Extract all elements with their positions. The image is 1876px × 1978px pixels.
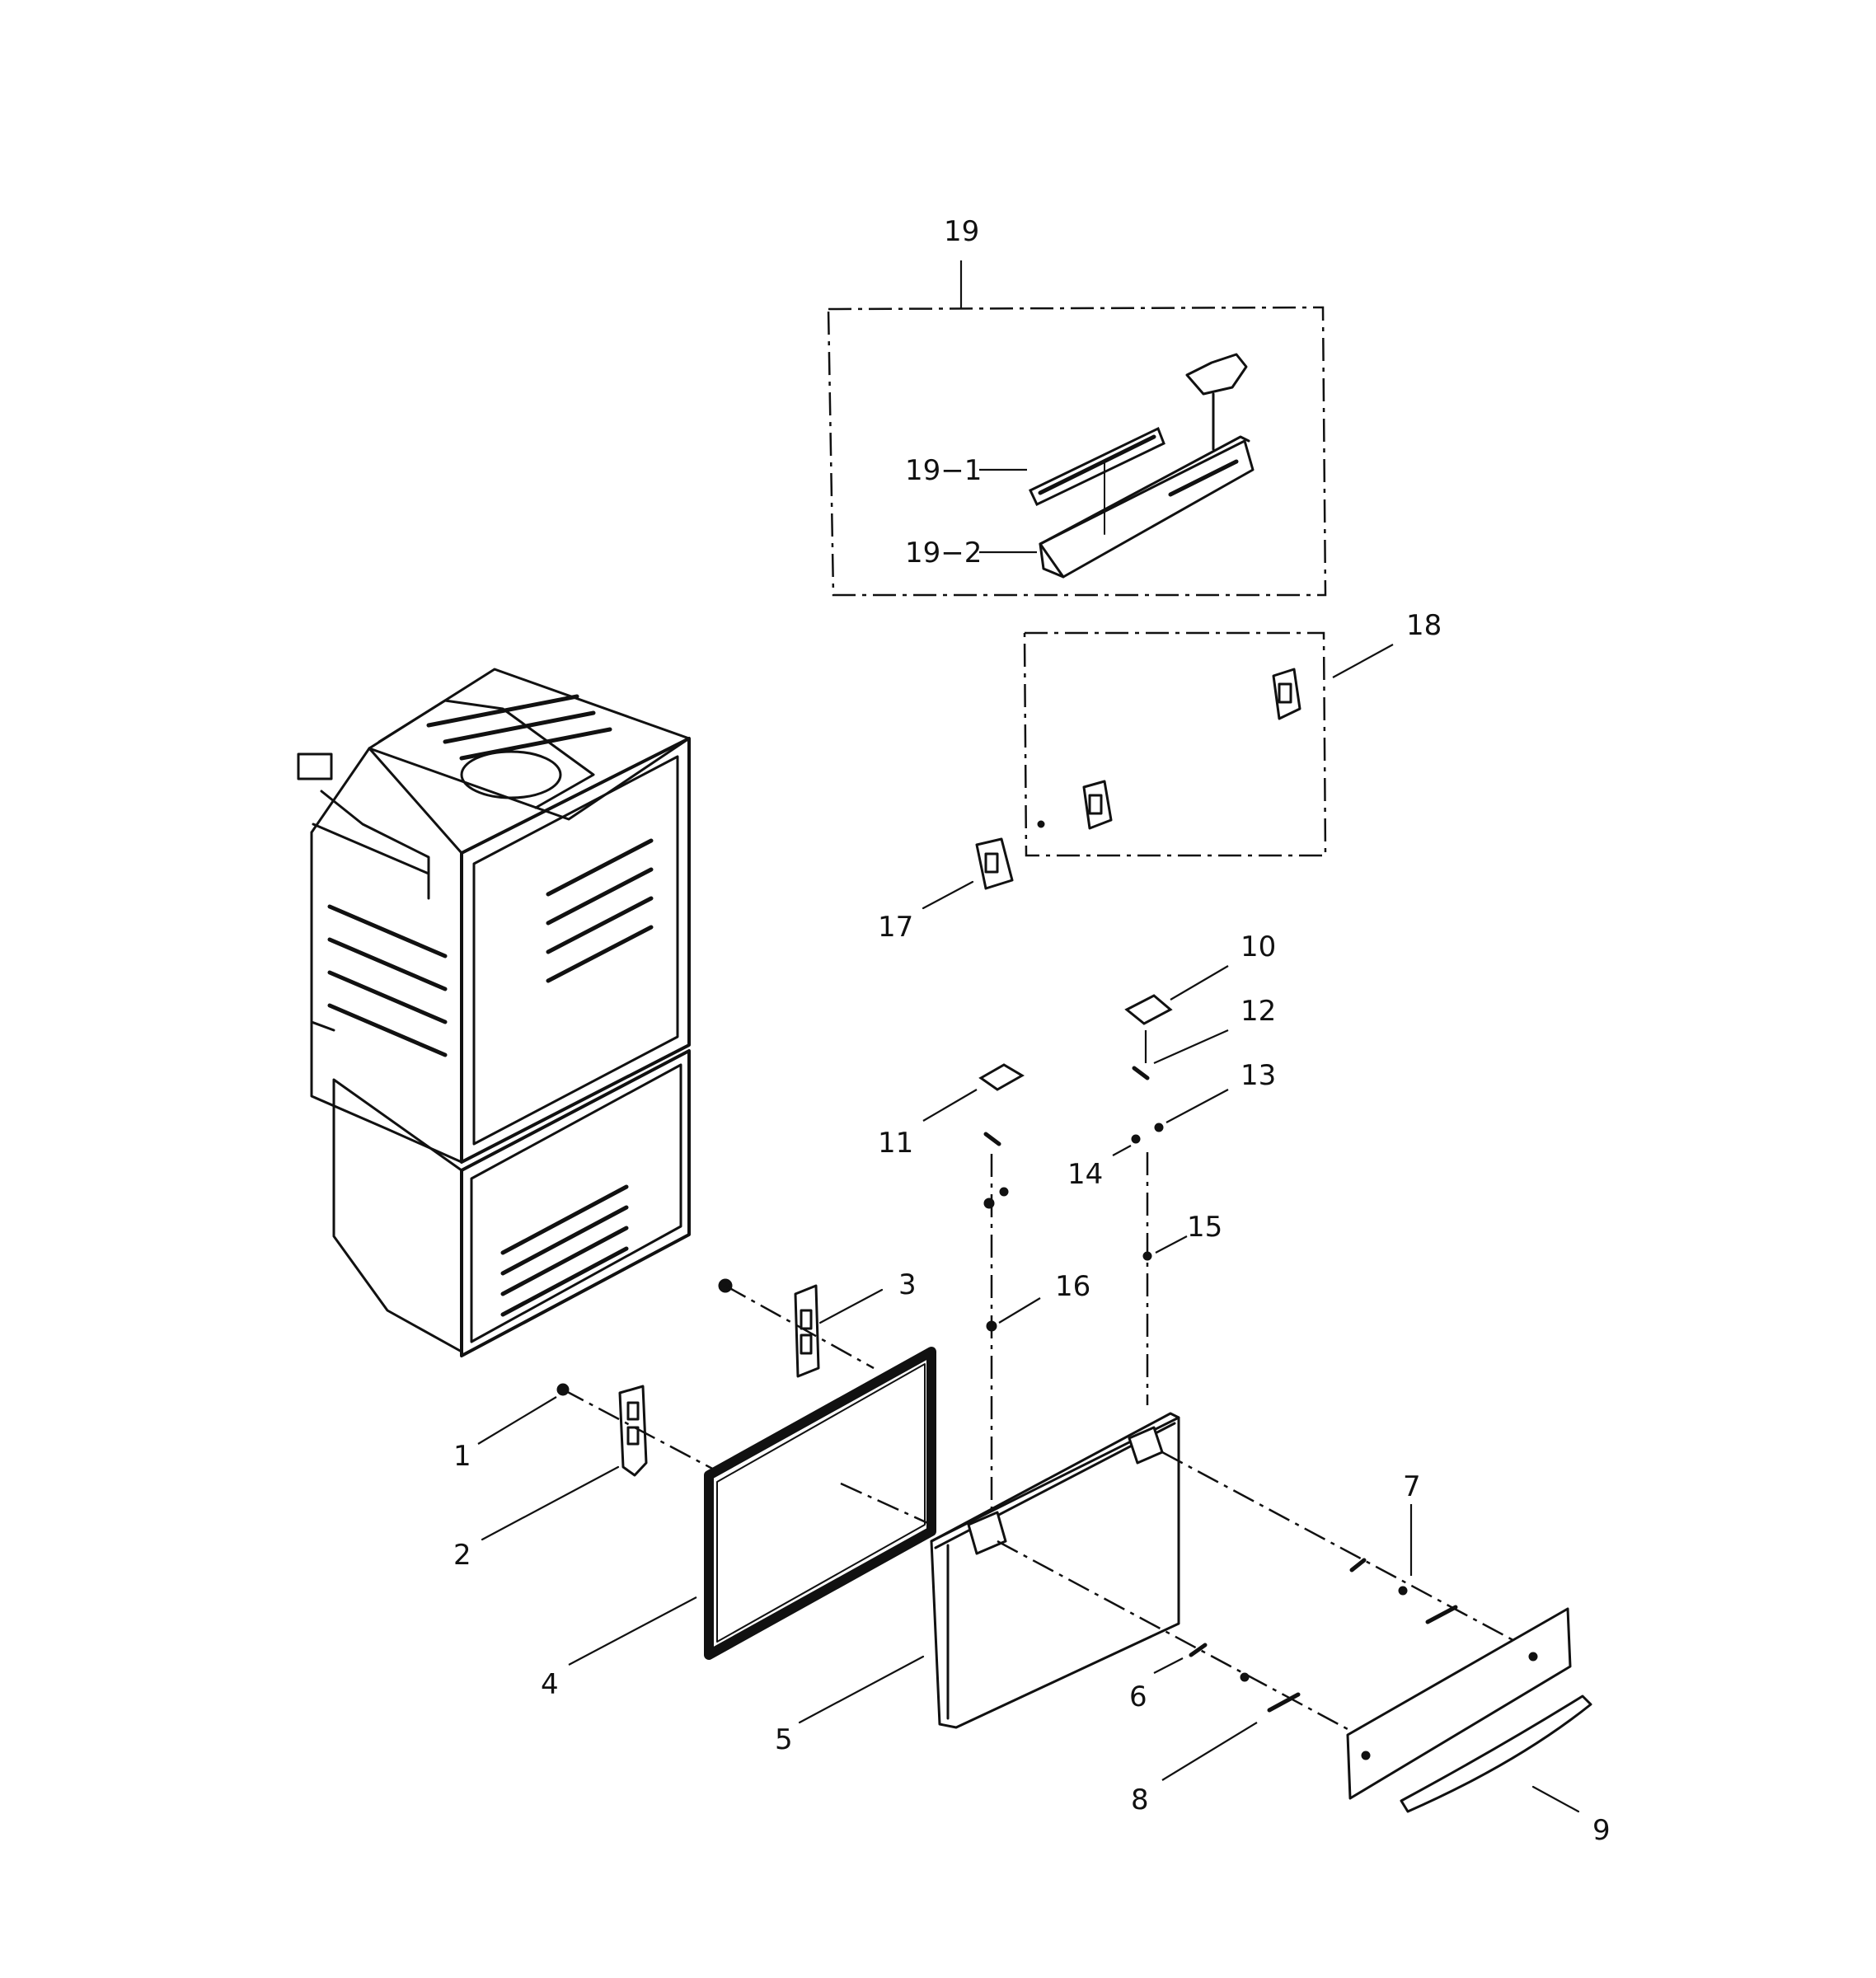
callout-14: 14 [1067, 1158, 1103, 1191]
callout-16: 16 [1055, 1270, 1090, 1303]
part-16-bushing [986, 1297, 1041, 1332]
part-17-bracket [922, 837, 1014, 910]
callout-19-1: 19−1 [905, 454, 982, 487]
part-4-gasket [568, 1347, 936, 1666]
callout-11: 11 [878, 1127, 913, 1160]
callout-2: 2 [453, 1539, 471, 1572]
callout-10: 10 [1241, 930, 1276, 963]
callout-15: 15 [1187, 1211, 1222, 1244]
part-13-washer [1131, 1089, 1229, 1144]
callout-4: 4 [541, 1668, 559, 1701]
callout-17: 17 [878, 911, 913, 944]
part-5-door [798, 1412, 1180, 1729]
part-18-hinge-lower [1037, 780, 1113, 830]
part-6-pin [1153, 1643, 1250, 1682]
axis-upper-rail [1161, 1451, 1522, 1646]
part-14-washer [1112, 1145, 1132, 1156]
part-8-rail [1161, 1692, 1301, 1781]
part-19-knob [1104, 353, 1248, 535]
callout-5: 5 [775, 1723, 793, 1756]
callout-18: 18 [1406, 609, 1442, 642]
part-2-bracket [481, 1385, 648, 1541]
callout-1: 1 [453, 1440, 471, 1473]
callout-8: 8 [1131, 1783, 1149, 1816]
cabinet-body [297, 668, 691, 1357]
callout-7: 7 [1403, 1470, 1421, 1503]
axis-part-3 [725, 1284, 875, 1370]
callout-3: 3 [898, 1268, 917, 1301]
callout-labels: 1 2 3 4 5 6 7 8 9 10 11 12 13 14 15 16 1… [453, 215, 1611, 1847]
part-11-cap [922, 1063, 1025, 1122]
callout-6: 6 [1129, 1680, 1147, 1713]
part-1-screw [477, 1383, 570, 1445]
part-15-bushing [1142, 1235, 1188, 1261]
part-10-cap [1124, 965, 1229, 1025]
callout-13: 13 [1241, 1059, 1276, 1092]
part-18-hinge-upper [1272, 668, 1301, 720]
part-12-pin [1132, 1029, 1229, 1080]
axis-part-1 [562, 1388, 718, 1473]
part-19-1-cover [1029, 426, 1165, 507]
part-11-pin [983, 1132, 1009, 1209]
part-19-2-bin [1039, 435, 1255, 579]
part-7-pin [1349, 1504, 1458, 1624]
cabinet-inner-ribs [327, 694, 654, 1317]
callout-19: 19 [944, 215, 979, 248]
group-18-box [1023, 631, 1394, 857]
part-9-handle [1346, 1607, 1592, 1813]
callout-19-2: 19−2 [905, 537, 982, 569]
group-19-box [827, 260, 1327, 597]
callout-9: 9 [1592, 1814, 1611, 1847]
callout-12: 12 [1241, 995, 1276, 1028]
